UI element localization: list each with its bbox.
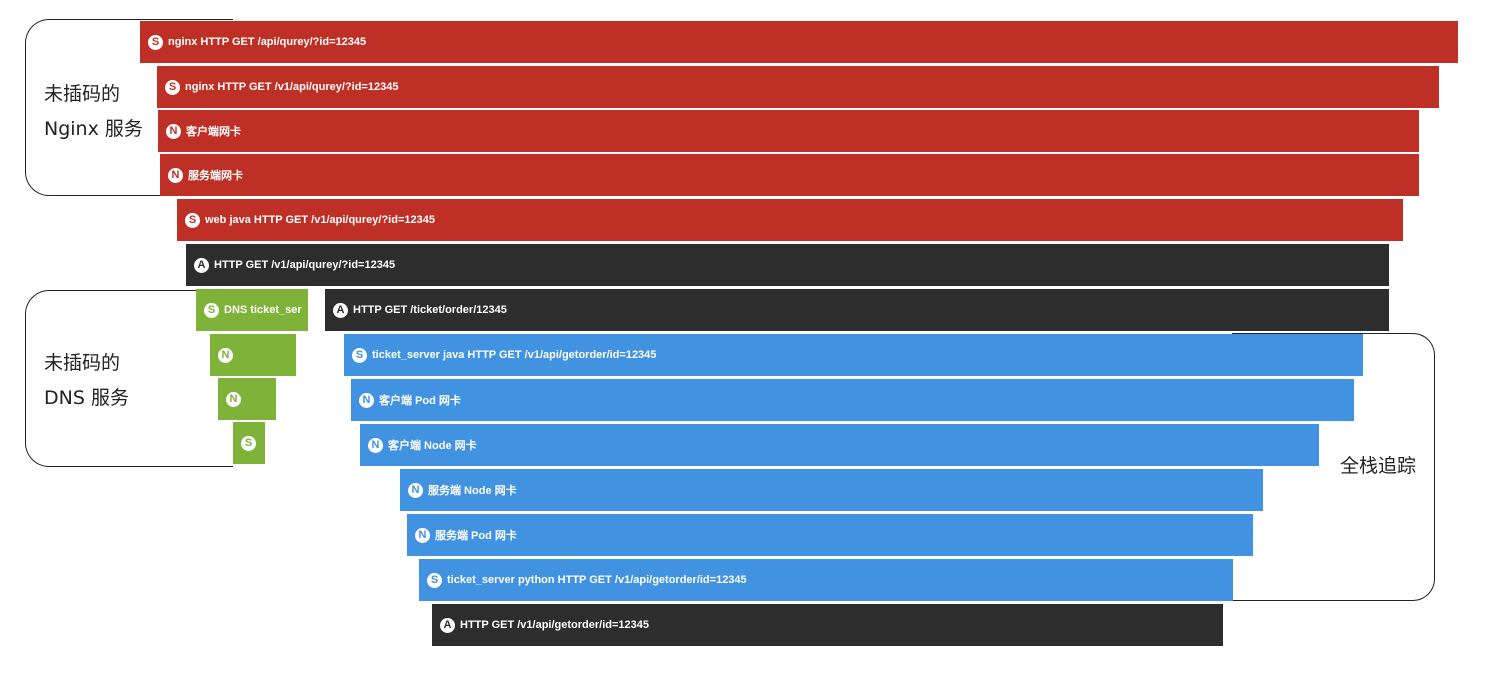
nginx-label-line1: 未插码的 xyxy=(44,83,121,105)
span-label: 客户端 Node 网卡 xyxy=(388,440,477,452)
span-type-icon: S xyxy=(165,79,180,95)
span-type-icon: S xyxy=(352,347,367,363)
span-bar[interactable]: S DNS ticket_ser xyxy=(196,289,308,331)
span-bar[interactable]: N 服务端 Node 网卡 xyxy=(400,469,1263,511)
span-label: nginx HTTP GET /v1/api/qurey/?id=12345 xyxy=(185,81,399,93)
span-bar[interactable]: S nginx HTTP GET /v1/api/qurey/?id=12345 xyxy=(157,66,1439,108)
dns-label-line2: DNS 服务 xyxy=(44,387,129,409)
span-label: DNS ticket_ser xyxy=(224,304,302,316)
span-label: nginx HTTP GET /api/qurey/?id=12345 xyxy=(168,36,367,48)
span-bar[interactable]: N 客户端 Node 网卡 xyxy=(360,424,1319,466)
span-type-icon: N xyxy=(168,167,183,183)
span-type-icon: S xyxy=(204,302,219,318)
span-label: 客户端网卡 xyxy=(186,126,241,138)
span-label: ticket_server python HTTP GET /v1/api/ge… xyxy=(447,574,747,586)
span-bar[interactable]: N 服务端网卡 xyxy=(160,154,1419,196)
span-type-icon: A xyxy=(333,302,348,318)
span-type-icon: S xyxy=(427,572,442,588)
span-bar[interactable]: A HTTP GET /v1/api/getorder/id=12345 xyxy=(432,604,1223,646)
span-label: HTTP GET /v1/api/getorder/id=12345 xyxy=(460,619,650,631)
span-bar[interactable]: N xyxy=(218,378,276,420)
span-type-icon: S xyxy=(185,212,200,228)
span-bar[interactable]: A HTTP GET /v1/api/qurey/?id=12345 xyxy=(186,244,1389,286)
span-bar[interactable]: A HTTP GET /ticket/order/12345 xyxy=(325,289,1389,331)
span-label: HTTP GET /v1/api/qurey/?id=12345 xyxy=(214,259,396,271)
fullstack-group-label: 全栈追踪 xyxy=(1340,455,1417,477)
span-type-icon: S xyxy=(148,34,163,50)
span-label: 服务端网卡 xyxy=(188,170,243,182)
span-bar[interactable]: S ticket_server python HTTP GET /v1/api/… xyxy=(419,559,1233,601)
span-type-icon: N xyxy=(218,347,233,363)
span-type-icon: N xyxy=(415,527,430,543)
dns-label-line1: 未插码的 xyxy=(44,352,121,374)
dns-group-bracket xyxy=(25,290,233,467)
span-type-icon: N xyxy=(226,391,241,407)
span-type-icon: A xyxy=(194,257,209,273)
nginx-group-label: 未插码的 Nginx 服务 xyxy=(44,77,143,147)
fullstack-group-bracket xyxy=(1232,333,1435,601)
span-bar[interactable]: N 客户端网卡 xyxy=(158,110,1419,152)
nginx-group-bracket xyxy=(25,19,233,196)
span-bar[interactable]: S ticket_server java HTTP GET /v1/api/ge… xyxy=(344,334,1363,376)
dns-group-label: 未插码的 DNS 服务 xyxy=(44,346,129,416)
span-label: web java HTTP GET /v1/api/qurey/?id=1234… xyxy=(205,214,435,226)
span-bar[interactable]: N 服务端 Pod 网卡 xyxy=(407,514,1253,556)
span-bar[interactable]: N 客户端 Pod 网卡 xyxy=(351,379,1354,421)
span-type-icon: N xyxy=(359,392,374,408)
span-type-icon: S xyxy=(241,435,256,451)
nginx-label-line2: Nginx 服务 xyxy=(44,118,143,140)
span-label: 服务端 Node 网卡 xyxy=(428,485,517,497)
span-bar[interactable]: S web java HTTP GET /v1/api/qurey/?id=12… xyxy=(177,199,1403,241)
span-bar[interactable]: S xyxy=(233,422,265,464)
span-bar[interactable]: N xyxy=(210,334,296,376)
span-label: HTTP GET /ticket/order/12345 xyxy=(353,304,507,316)
span-label: 服务端 Pod 网卡 xyxy=(435,530,517,542)
span-type-icon: A xyxy=(440,617,455,633)
span-label: ticket_server java HTTP GET /v1/api/geto… xyxy=(372,349,657,361)
span-type-icon: N xyxy=(368,437,383,453)
span-label: 客户端 Pod 网卡 xyxy=(379,395,461,407)
span-type-icon: N xyxy=(408,482,423,498)
span-type-icon: N xyxy=(166,123,181,139)
span-bar[interactable]: S nginx HTTP GET /api/qurey/?id=12345 xyxy=(140,21,1458,63)
